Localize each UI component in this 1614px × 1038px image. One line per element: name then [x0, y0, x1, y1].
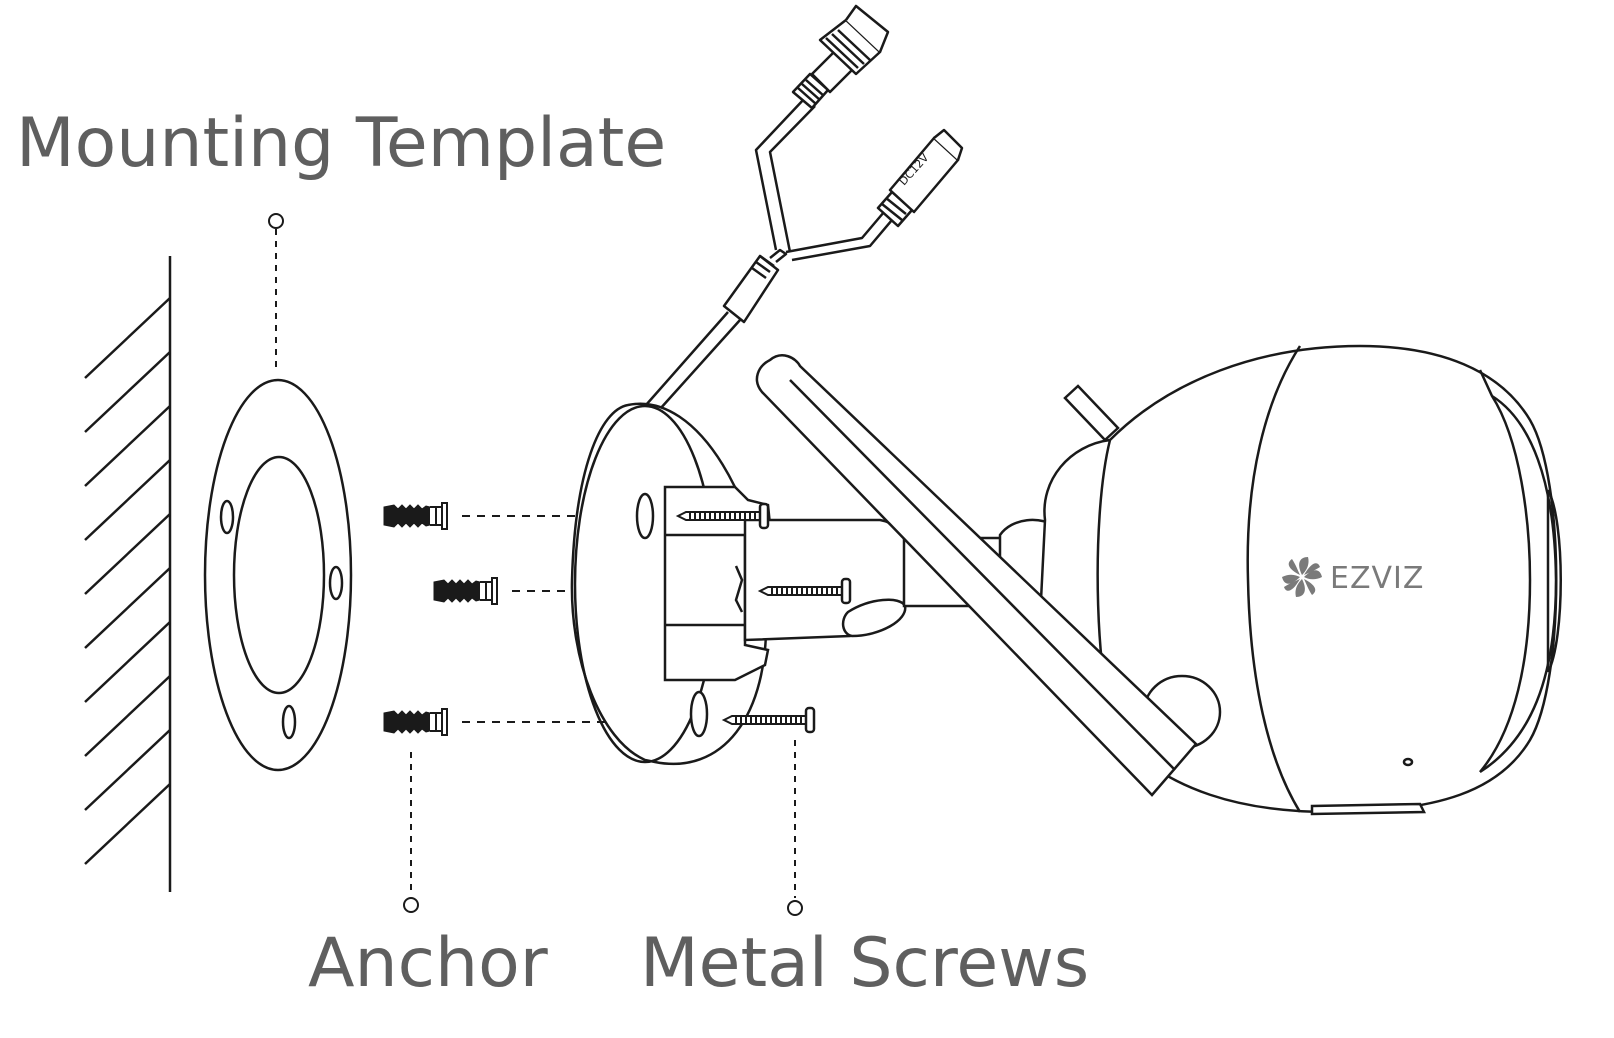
metal-screws-callout	[787, 740, 803, 916]
anchor-bottom	[383, 708, 448, 736]
camera-cable: DC12V	[645, 4, 964, 410]
camera-antenna	[755, 354, 1198, 797]
brand-name: EZVIZ	[1330, 561, 1424, 596]
metal-screws-label: Metal Screws	[640, 924, 1090, 1003]
anchor-middle	[433, 577, 498, 605]
anchor-callout	[403, 752, 419, 913]
anchor-label: Anchor	[308, 924, 548, 1003]
mounting-template-callout	[268, 213, 284, 372]
mounting-base	[570, 402, 772, 765]
ezviz-logo-icon	[1282, 557, 1322, 597]
mounting-template-label: Mounting Template	[16, 104, 667, 183]
wall	[84, 256, 172, 892]
anchor-top	[383, 502, 448, 530]
mounting-template	[203, 378, 353, 772]
